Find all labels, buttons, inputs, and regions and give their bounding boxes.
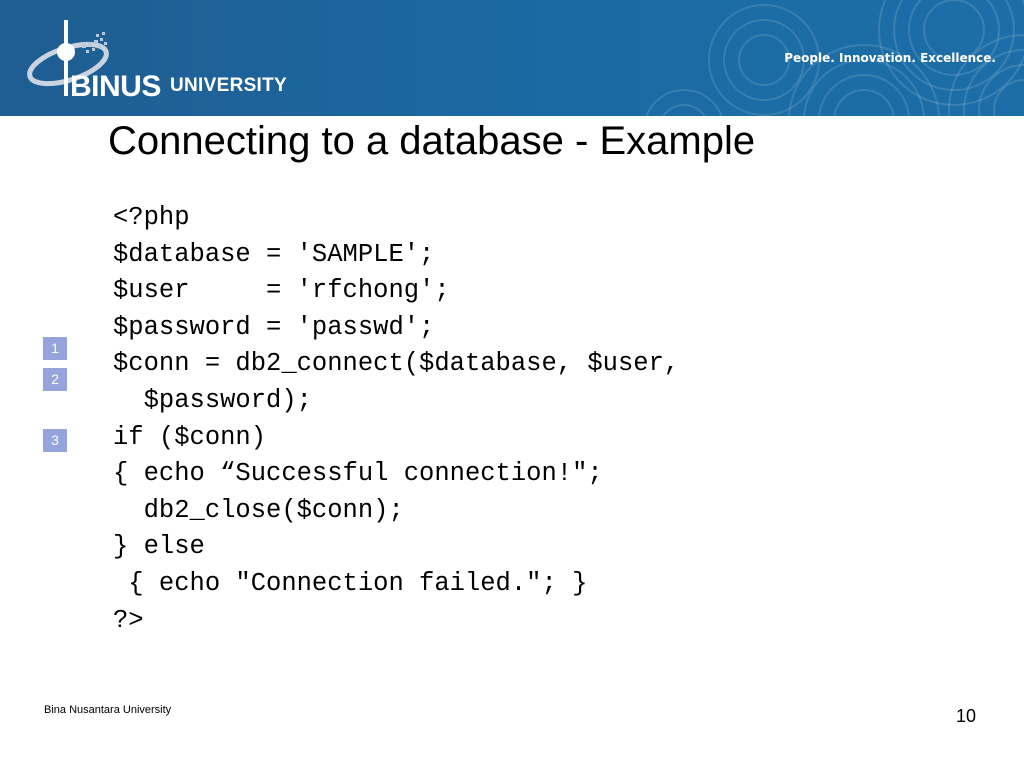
wave-pattern bbox=[645, 0, 1024, 116]
step-marker-1: 1 bbox=[43, 337, 67, 360]
code-block: <?php $database = 'SAMPLE'; $user = 'rfc… bbox=[113, 200, 679, 639]
code-line: db2_close($conn); bbox=[113, 495, 404, 525]
code-line: $password); bbox=[113, 385, 312, 415]
code-line: { echo "Connection failed."; } bbox=[113, 568, 588, 598]
binus-logo: BINUS UNIVERSITY bbox=[20, 14, 300, 104]
code-line: ?> bbox=[113, 605, 144, 635]
logo-emblem-icon bbox=[27, 20, 109, 96]
logo-wordmark: BINUS bbox=[70, 70, 161, 103]
step-marker-3: 3 bbox=[43, 429, 67, 452]
page-number: 10 bbox=[956, 706, 977, 726]
footer-institution: Bina Nusantara University bbox=[44, 704, 172, 716]
code-line: $conn = db2_connect($database, $user, bbox=[113, 349, 680, 379]
header-tagline: People. Innovation. Excellence. bbox=[784, 51, 996, 65]
logo-university-text: UNIVERSITY bbox=[170, 75, 288, 96]
slide-title: Connecting to a database - Example bbox=[108, 119, 756, 163]
code-line: $password = 'passwd'; bbox=[113, 312, 435, 342]
slide-header: BINUS UNIVERSITY People. Innovation. Exc… bbox=[0, 0, 1024, 116]
code-line: <?php bbox=[113, 203, 190, 232]
code-line: $user = 'rfchong'; bbox=[113, 276, 450, 306]
code-line: $database = 'SAMPLE'; bbox=[113, 239, 435, 269]
code-line: } else bbox=[113, 532, 205, 562]
code-line: if ($conn) bbox=[113, 422, 267, 452]
step-marker-2: 2 bbox=[43, 368, 67, 391]
code-line: { echo “Successful connection!"; bbox=[113, 459, 603, 489]
